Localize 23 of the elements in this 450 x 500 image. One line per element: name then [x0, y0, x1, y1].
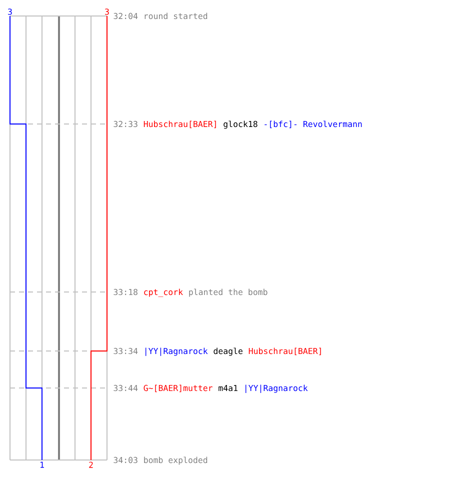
timestamp: 33:44: [114, 384, 138, 392]
player-name: G~[BAER]mutter: [144, 384, 212, 392]
player-name: cpt_cork: [144, 288, 183, 297]
player-name: Hubschrau[BAER]: [144, 120, 216, 128]
player-name: |YY|Ragnarock: [146, 348, 208, 356]
player-name: Hubschrau[BAER]: [248, 348, 321, 356]
weapon-name: glock18: [224, 120, 258, 129]
timestamp: 32:33: [114, 120, 138, 128]
weapon-name: deagle: [214, 348, 242, 356]
player-name: -[bfc]- Revolvermann: [264, 120, 362, 128]
count-number: 3: [8, 8, 12, 15]
event-text: planted the bomb: [189, 288, 268, 297]
timestamp: 33:34: [114, 348, 138, 354]
event-text: round started: [144, 12, 208, 20]
player-name: |YY|Ragnarock: [246, 384, 308, 393]
timestamp: 34:03: [114, 456, 138, 464]
count-number: 1: [40, 462, 44, 468]
event-text: bomb exploded: [144, 456, 208, 465]
count-number: 3: [105, 8, 109, 15]
weapon-name: m4a1: [218, 385, 238, 392]
count-number: 2: [89, 462, 93, 468]
timestamp: 33:18: [114, 288, 138, 296]
timestamp: 32:04: [114, 12, 138, 20]
